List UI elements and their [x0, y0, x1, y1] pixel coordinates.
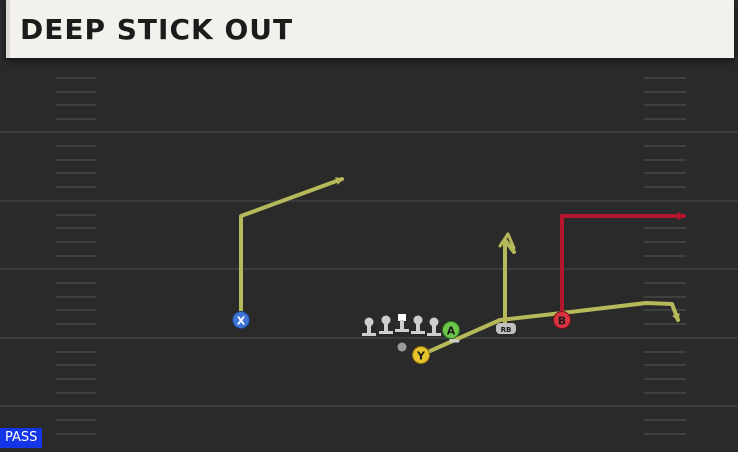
receiver-a-label: A	[447, 325, 456, 338]
play-type-badge: PASS	[0, 428, 43, 448]
hash-marks	[56, 77, 686, 435]
routes	[239, 177, 686, 357]
lineman-rt	[427, 317, 441, 336]
route-x-corner	[239, 177, 344, 322]
route-rb-stick	[503, 238, 516, 330]
running-back-label: RB	[501, 326, 512, 334]
receiver-b[interactable]: B	[553, 311, 571, 329]
receiver-y-label: Y	[416, 350, 426, 363]
play-diagram: X Y A B RB	[0, 77, 738, 435]
running-back[interactable]: RB	[496, 323, 516, 334]
receiver-a[interactable]: A	[442, 321, 460, 339]
lineman-rg	[411, 315, 425, 334]
lineman-lt	[362, 317, 376, 336]
route-b-out	[560, 212, 686, 322]
play-field: X Y A B RB	[0, 58, 738, 448]
route-y-deep-out	[419, 301, 680, 357]
route-rb-arrow	[498, 232, 516, 250]
receiver-y[interactable]: Y	[412, 346, 430, 364]
receiver-x-label: X	[237, 315, 246, 328]
lineman-lg	[379, 315, 393, 334]
play-title-bar: DEEP STICK OUT	[6, 0, 734, 58]
play-title: DEEP STICK OUT	[20, 13, 294, 46]
offensive-line	[362, 314, 441, 352]
receiver-x[interactable]: X	[232, 311, 250, 329]
yard-lines	[0, 131, 738, 407]
lineman-c	[395, 314, 409, 332]
quarterback-marker	[397, 342, 407, 352]
receiver-b-label: B	[558, 315, 566, 328]
title-accent	[6, 0, 10, 58]
